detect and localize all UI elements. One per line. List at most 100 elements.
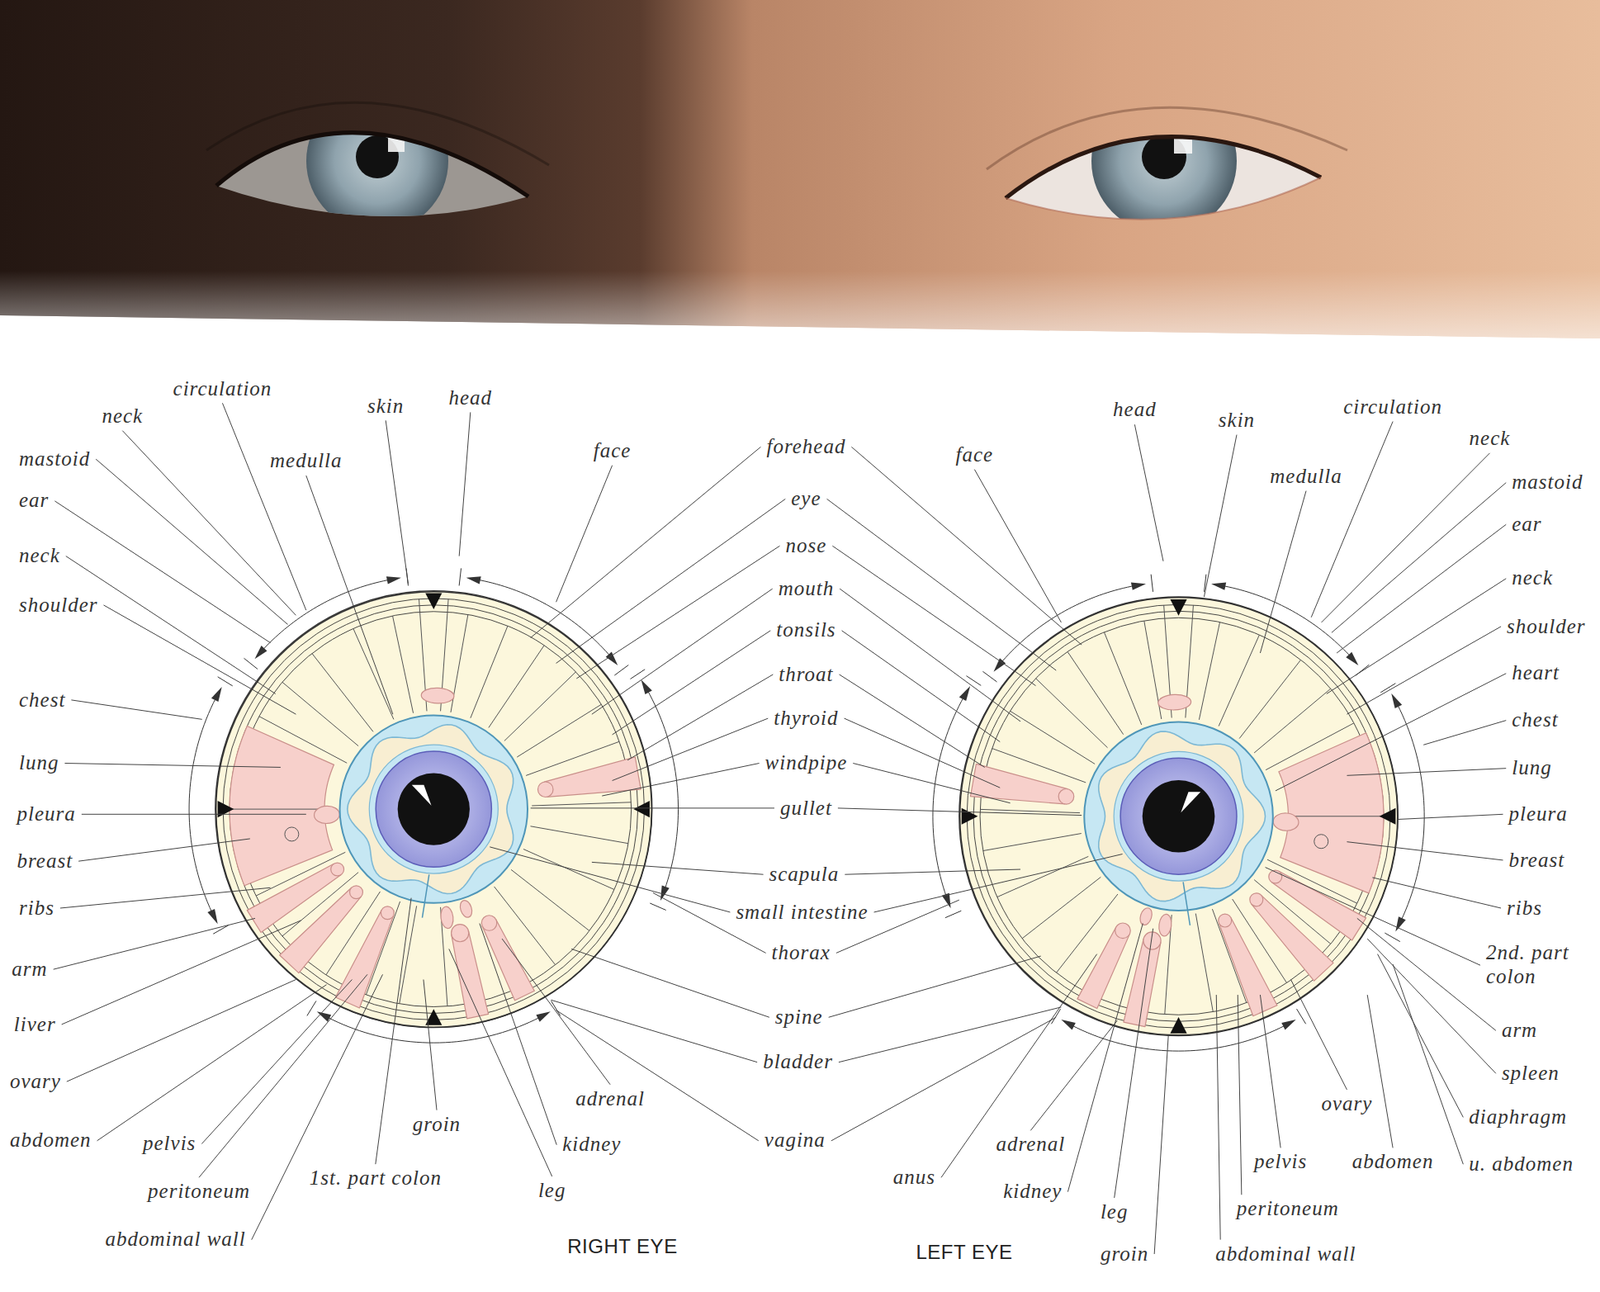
kidney-bar [1123, 938, 1161, 1027]
leader-line [1357, 918, 1496, 1031]
zone-marker [1169, 1017, 1187, 1034]
bracket-arrowhead [1211, 582, 1227, 590]
organ-label: 2nd. part colon [1484, 941, 1596, 990]
organ-label: scapula [767, 862, 842, 887]
leader-line [556, 465, 613, 603]
upper-lid [216, 132, 529, 197]
thyroid-bar-cap [537, 781, 554, 798]
colon-strand [1183, 881, 1190, 926]
organ-label: mouth [776, 577, 837, 602]
leader-line [601, 763, 759, 797]
leader-line [828, 956, 1042, 1018]
leader-line [1346, 626, 1501, 715]
bracket-arrowhead [1281, 1019, 1296, 1031]
organ-label: small intestine [733, 900, 870, 925]
leader-line [941, 954, 1098, 1179]
lower-oval [439, 905, 455, 929]
organ-label: kidney [560, 1132, 623, 1157]
organ-label: leg [1098, 1200, 1131, 1225]
limb-bar [279, 887, 362, 973]
leader-line [1321, 453, 1491, 623]
leader-line [1154, 1036, 1169, 1255]
organ-label: arm [9, 957, 49, 982]
organ-label: breast [15, 849, 76, 874]
organ-label: breast [1507, 848, 1567, 873]
bracket-tick [307, 1000, 317, 1016]
zone-divider [983, 833, 1082, 852]
zone-marker [217, 800, 235, 818]
bracket-arrowhead [211, 686, 223, 702]
organ-label: lung [1510, 756, 1553, 781]
upper-lid [1005, 137, 1321, 199]
zone-divider [997, 856, 1089, 897]
iris-ring [966, 604, 1391, 1028]
zone-divider [516, 704, 602, 758]
organ-label: leg [536, 1178, 569, 1203]
iris-disk [215, 591, 653, 1028]
organ-label: spine [773, 1005, 825, 1030]
leader-line [1346, 842, 1503, 861]
zone-marker [1169, 599, 1187, 616]
leader-line [1114, 928, 1154, 1198]
bracket-arrowhead [641, 679, 653, 695]
zone-divider [511, 869, 590, 931]
kidney-bar-cap [481, 915, 498, 932]
bracket-tick [1384, 932, 1401, 942]
leader-line [839, 674, 985, 767]
chart-caption: RIGHT EYE [567, 1235, 677, 1260]
leader-line [627, 674, 773, 761]
iris-blue-ring [340, 714, 528, 903]
bracket-arrowhead [466, 576, 482, 584]
organ-label: bladder [761, 1050, 835, 1075]
leader-line [459, 411, 471, 556]
pupil [397, 772, 470, 845]
skin-fade [0, 0, 1600, 339]
bracket-arrowhead [386, 576, 402, 584]
leader-line [571, 948, 770, 1018]
leader-line [1291, 979, 1348, 1090]
leader-line [251, 974, 384, 1240]
zone-divider [531, 802, 631, 806]
zone-divider [1218, 634, 1260, 726]
organ-label: neck [1467, 426, 1513, 451]
zone-divider [229, 809, 325, 810]
leader-line [831, 1017, 1056, 1141]
lower-oval [458, 899, 474, 919]
iris-ring [222, 598, 644, 1020]
organ-label: face [591, 439, 634, 464]
bracket-tick [217, 676, 233, 687]
organ-label: throat [776, 662, 835, 687]
organ-label: lung [17, 751, 61, 776]
limb-bar-cap [1249, 893, 1264, 907]
bracket-arrowhead [207, 908, 218, 924]
bracket-arrowhead [660, 885, 670, 901]
bracket-arc [189, 692, 219, 919]
iris-chart: LEFT EYE [959, 596, 1398, 1036]
pupil-highlight [411, 785, 432, 806]
organ-label: eye [789, 487, 823, 512]
leader-line [489, 847, 730, 913]
leader-line [385, 420, 408, 584]
organ-label: 1st. part colon [307, 1166, 444, 1191]
leader-line [842, 630, 1001, 743]
bracket-tick [1297, 1008, 1307, 1024]
bracket-arrowhead [254, 645, 267, 659]
bracket-arrowhead [959, 686, 971, 701]
leader-line [1275, 673, 1506, 791]
colon-strand [421, 874, 429, 918]
leader-line [60, 887, 271, 909]
zone-divider [282, 681, 359, 746]
leader-line [1346, 768, 1506, 777]
iris-outline [959, 596, 1398, 1036]
zone-divider [488, 645, 545, 729]
organ-label: groin [1098, 1242, 1151, 1267]
zone-divider [523, 849, 615, 890]
organ-label: pelvis [1252, 1150, 1309, 1174]
zone-divider [530, 826, 630, 844]
breast-spot [1314, 834, 1329, 849]
iris-inner-ring [1113, 751, 1244, 881]
zone-divider [1254, 688, 1331, 753]
kidney-bar-cap [451, 924, 469, 943]
limb-bar [1251, 894, 1334, 981]
pupil-highlight [1180, 791, 1201, 813]
